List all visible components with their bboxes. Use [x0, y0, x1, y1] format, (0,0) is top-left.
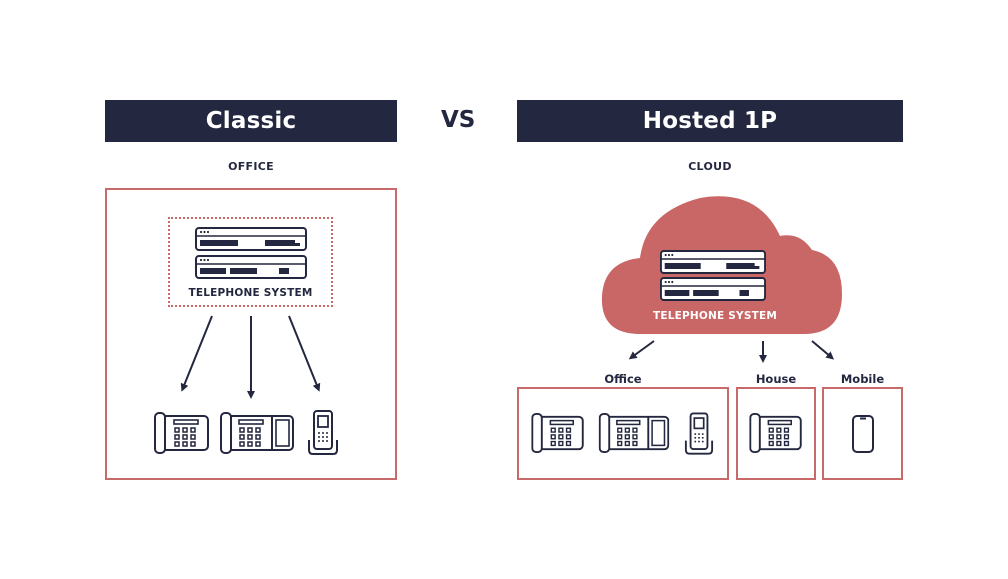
- house-destination-frame: [736, 387, 816, 480]
- server-unit-top-icon: [195, 227, 307, 251]
- office-cordless-phone-icon: [684, 412, 714, 456]
- office-caption: OFFICE: [228, 160, 274, 173]
- hosted-title: Hosted 1P: [642, 108, 778, 134]
- arrow-to-desk-phone: [180, 315, 213, 392]
- cloud-server-unit-top-icon: [660, 250, 766, 274]
- server-unit-bottom-icon: [195, 255, 307, 279]
- classic-title: Classic: [205, 108, 297, 134]
- telephone-system-label: TELEPHONE SYSTEM: [188, 287, 313, 299]
- smartphone-icon: [852, 415, 874, 453]
- classic-title-banner: Classic: [105, 100, 397, 142]
- telephone-system-box: [168, 217, 333, 307]
- hosted-title-banner: Hosted 1P: [517, 100, 903, 142]
- office-desk-phone-with-display-icon: [598, 413, 670, 453]
- office-desk-phone-icon: [531, 413, 585, 453]
- cloud-telephone-system-label: TELEPHONE SYSTEM: [653, 310, 777, 322]
- cloud-caption: CLOUD: [688, 160, 732, 173]
- mobile-destination-frame: [822, 387, 903, 480]
- arrow-to-office: [628, 340, 655, 360]
- office-destination-frame: [517, 387, 729, 480]
- mobile-destination-label: Mobile: [840, 372, 885, 386]
- house-desk-phone-icon: [749, 413, 803, 453]
- vs-label: VS: [441, 107, 476, 133]
- cloud-server-unit-bottom-icon: [660, 277, 766, 301]
- arrow-to-mobile: [811, 340, 835, 360]
- house-destination-label: House: [755, 372, 797, 386]
- office-destination-label: Office: [604, 372, 642, 386]
- arrow-to-cordless-phone: [288, 315, 321, 392]
- office-frame: [105, 188, 397, 480]
